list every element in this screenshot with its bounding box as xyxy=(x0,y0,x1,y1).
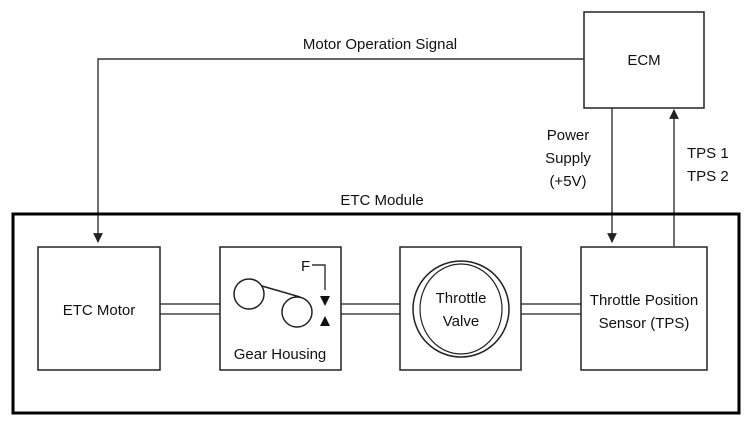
etc-module-outline xyxy=(11,212,741,415)
tps-box xyxy=(580,246,708,371)
power-supply-label-line3: (+5V) xyxy=(549,173,586,190)
gear-housing-label: Gear Housing xyxy=(234,346,327,363)
power-supply-label-line2: Supply xyxy=(545,150,591,167)
gap-f-label: F xyxy=(301,258,310,275)
gear-belt-line xyxy=(261,285,301,298)
tps-label-line1: Throttle Position xyxy=(590,292,698,309)
tps-label-line2: Sensor (TPS) xyxy=(599,315,690,332)
etc-motor-box xyxy=(37,246,161,371)
drive-gear-icon xyxy=(233,278,265,310)
ecm-label: ECM xyxy=(627,52,660,69)
gap-arrow-down-icon xyxy=(320,296,330,306)
throttle-valve-label-line2: Valve xyxy=(443,313,479,330)
etc-module-label: ETC Module xyxy=(340,192,423,209)
power-supply-label-line1: Power xyxy=(547,127,590,144)
tps-1-label: TPS 1 xyxy=(687,145,729,162)
ecm-box xyxy=(583,11,705,109)
gap-leader-line xyxy=(312,264,326,290)
throttle-plate-icon xyxy=(419,263,503,355)
tps-2-label: TPS 2 xyxy=(687,168,729,185)
driven-gear-icon xyxy=(281,296,313,328)
etc-motor-label: ETC Motor xyxy=(63,302,136,319)
motor-operation-signal-line xyxy=(93,58,584,243)
throttle-valve-label-line1: Throttle xyxy=(436,290,487,307)
gap-arrow-up-icon xyxy=(320,316,330,326)
gear-housing-box xyxy=(219,246,342,371)
motor-operation-signal-label: Motor Operation Signal xyxy=(303,36,457,53)
